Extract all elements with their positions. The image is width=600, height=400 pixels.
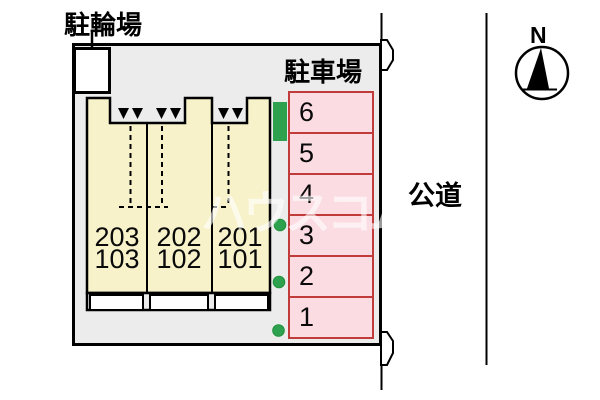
entrance-arrow-icons <box>118 108 243 119</box>
unit-upper-number: 201 <box>217 222 263 252</box>
balcony-cell-2 <box>149 294 209 311</box>
unit-lower-number: 101 <box>217 244 263 274</box>
parking-space: 3 <box>288 214 374 257</box>
unit-upper-number: 202 <box>156 222 202 252</box>
unit-label-203-103: 203 103 <box>88 222 146 274</box>
unit-label-202-102: 202 102 <box>149 222 209 274</box>
parking-space-number: 4 <box>299 179 315 209</box>
compass-north-label: N <box>530 22 547 48</box>
parking-space-number: 3 <box>299 220 315 250</box>
parking-space: 5 <box>288 132 374 175</box>
unit-lower-number: 103 <box>94 244 140 274</box>
parking-space-number: 2 <box>299 261 315 291</box>
compass-icon <box>514 45 570 101</box>
unit-lower-number: 102 <box>156 244 202 274</box>
bicycle-parking-label: 駐輪場 <box>64 10 143 40</box>
unit-label-201-101: 201 101 <box>212 222 268 274</box>
parking-space: 2 <box>288 255 374 298</box>
parking-space-number: 1 <box>299 302 315 332</box>
parking-space-stack: 6 5 4 3 2 1 <box>288 91 374 339</box>
public-road-label: 公道 <box>408 181 462 211</box>
boundary-marker-bottom <box>380 331 394 366</box>
parking-space-number: 5 <box>299 138 315 168</box>
balcony-cell-3 <box>214 294 269 311</box>
parking-space: 6 <box>288 91 374 134</box>
parking-space: 1 <box>288 296 374 339</box>
unit-upper-number: 203 <box>94 222 140 252</box>
green-marker-rect <box>273 102 287 141</box>
parking-lot-label: 駐車場 <box>284 57 363 87</box>
boundary-marker-top <box>380 39 394 71</box>
building-outline <box>85 96 272 295</box>
stair-dashed-lines <box>119 126 230 208</box>
parking-space: 4 <box>288 173 374 216</box>
parking-space-number: 6 <box>299 97 315 127</box>
bicycle-parking-area <box>73 47 111 94</box>
green-marker-dots <box>272 218 287 337</box>
balcony-cell-1 <box>89 294 144 311</box>
